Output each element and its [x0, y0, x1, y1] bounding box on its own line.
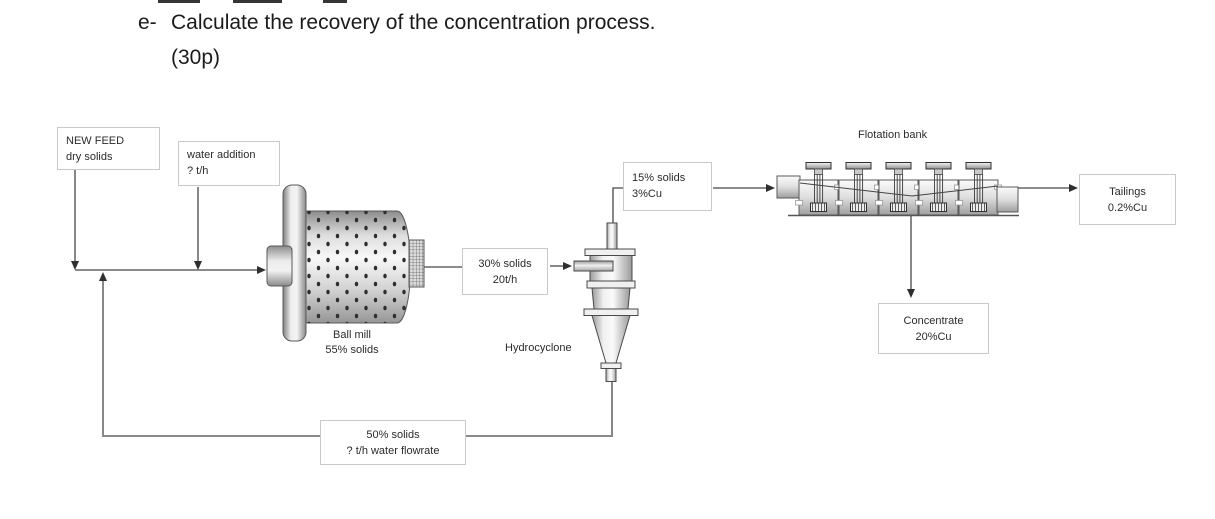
flotation-bank-icon	[776, 162, 1019, 217]
mill-discharge-line1: 30% solids	[478, 257, 532, 270]
concentrate-box: Concentrate 20%Cu	[878, 303, 989, 354]
stream-lines	[74, 170, 1069, 436]
tailings-line1: Tailings	[1109, 185, 1146, 198]
tailings-box: Tailings 0.2%Cu	[1079, 174, 1176, 225]
ball-mill-label-line2: 55% solids	[325, 344, 379, 356]
water-addition-line1: water addition	[187, 149, 256, 161]
recirculation-box: 50% solids ? t/h water flowrate	[320, 420, 466, 465]
arrowheads	[71, 184, 1078, 298]
recirculation-line1: 50% solids	[366, 428, 420, 441]
new-feed-line2: dry solids	[66, 151, 113, 163]
hydrocyclone-label: Hydrocyclone	[505, 342, 572, 354]
concentrate-line2: 20%Cu	[915, 330, 952, 343]
ball-mill-label: Ball mill 55% solids	[300, 328, 404, 358]
new-feed-box: NEW FEED dry solids	[57, 127, 160, 170]
tailings-line2: 0.2%Cu	[1107, 201, 1148, 214]
hydrocyclone-icon	[573, 222, 639, 382]
water-addition-box: water addition ? t/h	[178, 141, 280, 186]
cropped-text-remnant	[323, 0, 347, 3]
recirculation-line2: ? t/h water flowrate	[346, 444, 440, 457]
cyclone-overflow-line2: 3%Cu	[632, 188, 662, 200]
ball-mill-icon	[266, 184, 425, 342]
water-addition-line2: ? t/h	[187, 165, 209, 177]
question-points: (30p)	[171, 46, 221, 69]
mill-discharge-line2: 20t/h	[492, 273, 518, 286]
new-feed-line1: NEW FEED	[66, 135, 125, 147]
flotation-bank-label: Flotation bank	[858, 129, 928, 141]
cropped-text-remnant	[158, 0, 200, 3]
question-item-letter: e-	[138, 11, 157, 34]
cyclone-overflow-box: 15% solids 3%Cu	[623, 162, 712, 211]
cropped-text-remnant	[233, 0, 282, 3]
ball-mill-label-line1: Ball mill	[333, 329, 371, 341]
mill-discharge-box: 30% solids 20t/h	[462, 248, 548, 295]
concentrate-line1: Concentrate	[903, 314, 964, 327]
cyclone-overflow-line1: 15% solids	[632, 172, 686, 184]
question-text: Calculate the recovery of the concentrat…	[171, 11, 656, 34]
